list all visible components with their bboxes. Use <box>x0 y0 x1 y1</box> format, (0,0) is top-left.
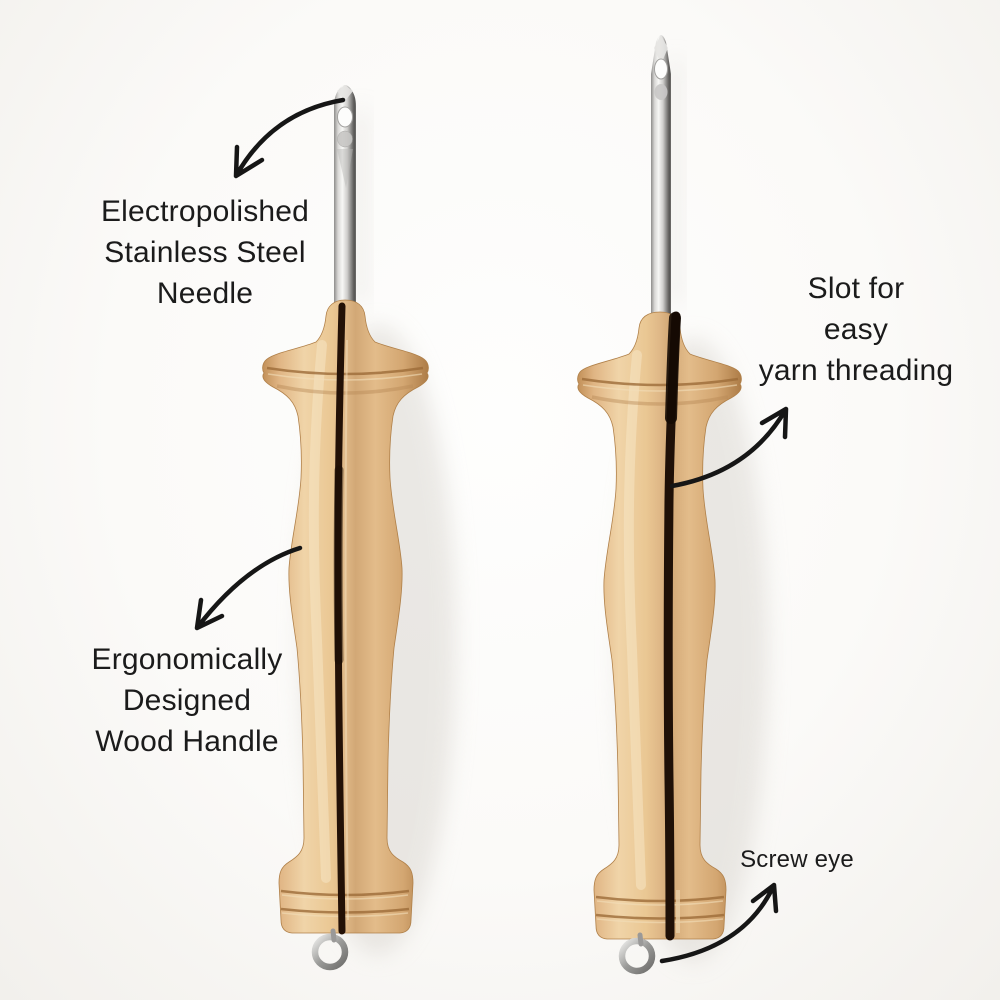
label-line: Needle <box>156 277 254 310</box>
label-line: Stainless Steel <box>104 236 306 269</box>
arrow-screw-eye-label <box>659 882 779 964</box>
label-line: yarn threading <box>758 354 954 387</box>
needle-tip-facet <box>337 85 353 101</box>
screw-eye <box>311 933 349 971</box>
needle-eye-facet <box>337 130 353 148</box>
bell-groove-light <box>582 384 738 392</box>
label-line: Ergonomically <box>91 643 283 676</box>
needle-eye <box>337 106 353 128</box>
bell-underside-shade <box>591 395 729 406</box>
threading-slot-top <box>665 312 681 424</box>
base-groove-1 <box>595 895 725 903</box>
arrow-slot-label <box>669 406 789 489</box>
screw-eye-stem <box>330 928 337 943</box>
base-groove-1 <box>280 889 410 897</box>
punch-needle-right <box>577 35 768 975</box>
wood-highlight <box>623 350 646 890</box>
label-needle-material: Electropolished Stainless Steel Needle <box>101 191 309 314</box>
wood-highlight <box>308 340 331 883</box>
bell-groove <box>266 366 424 376</box>
base-groove-1-light <box>596 900 724 906</box>
needle-channel <box>337 149 353 188</box>
wood-handle <box>577 311 742 940</box>
label-line: Slot for <box>807 272 905 305</box>
screw-eye <box>618 937 656 975</box>
threading-slot-shade <box>333 465 344 665</box>
needle-shadow <box>671 60 681 305</box>
base-groove-2-light <box>596 918 724 924</box>
needle-tip-facet <box>654 35 668 64</box>
punch-needle-left <box>262 85 456 971</box>
slot-lit-edge <box>344 339 349 921</box>
label-line: Wood Handle <box>95 725 279 758</box>
needle-eye-facet <box>654 84 668 100</box>
bell-underside-shade <box>276 384 414 395</box>
bell-groove <box>581 377 739 387</box>
label-wood-handle: Ergonomically Designed Wood Handle <box>91 639 282 762</box>
label-line: Screw eye <box>740 846 854 873</box>
bell-groove-light <box>267 373 423 381</box>
screw-eye-stem <box>637 932 644 947</box>
label-screw-eye: Screw eye <box>740 845 854 875</box>
needle-eye <box>654 58 668 80</box>
needle-shadow <box>356 110 367 305</box>
label-line: easy <box>823 313 889 346</box>
label-yarn-slot: Slot for easy yarn threading <box>759 268 954 391</box>
base-groove-2 <box>595 913 725 920</box>
label-line: Electropolished <box>100 195 310 228</box>
arrow-handle-label <box>194 545 303 631</box>
steel-needle <box>651 35 671 345</box>
label-line: Designed <box>122 684 252 717</box>
arrow-needle-label <box>233 97 346 179</box>
